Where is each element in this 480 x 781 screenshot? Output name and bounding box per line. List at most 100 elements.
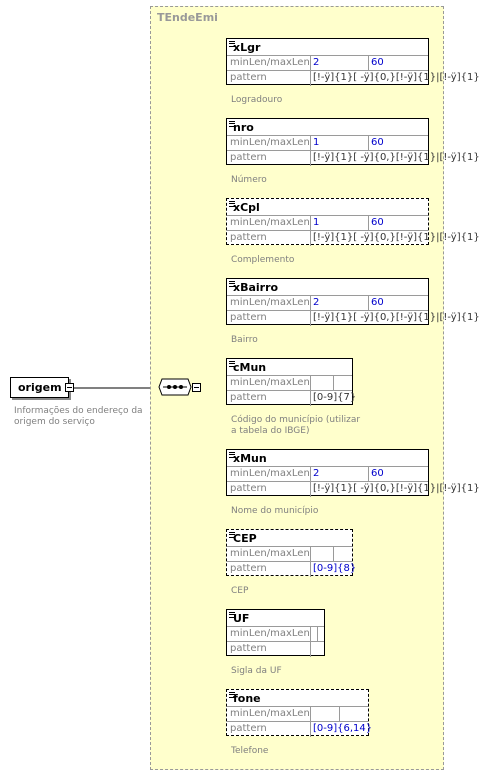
element-doc-line: Telefone [231,746,269,756]
element-name: xMun [233,452,267,465]
element-name: nro [233,121,254,134]
length-row: minLen/maxLen 2 60 [227,295,428,311]
element-doc-line: Bairro [231,335,258,345]
cell-divider [310,562,311,577]
root-doc-line: Informações do endereço da [14,406,143,416]
min-length-value: 1 [313,137,320,148]
element-box-uf[interactable]: UF minLen/maxLen pattern [226,609,325,657]
element-marker-icon [229,452,235,458]
pattern-label: pattern [230,563,267,574]
length-label: minLen/maxLen [230,297,310,308]
pattern-value: [!-ÿ]{1}[ -ÿ]{0,}[!-ÿ]{1}|[!-ÿ]{1} [313,312,480,323]
element-marker-icon [229,692,235,698]
length-label: minLen/maxLen [230,137,310,148]
element-doc-cep: CEP [231,586,248,597]
element-doc-nro: Número [231,175,267,186]
pattern-value: [!-ÿ]{1}[ -ÿ]{0,}[!-ÿ]{1}|[!-ÿ]{1} [313,152,480,163]
length-label: minLen/maxLen [230,708,310,719]
length-row: minLen/maxLen 2 60 [227,55,428,71]
pattern-label: pattern [230,483,267,494]
pattern-label: pattern [230,72,267,83]
length-row: minLen/maxLen 1 60 [227,215,428,231]
pattern-row: pattern [!-ÿ]{1}[ -ÿ]{0,}[!-ÿ]{1}|[!-ÿ]{… [227,230,480,246]
element-name: xCpl [233,201,260,214]
expand-toggle-icon[interactable] [65,383,74,392]
max-length-value: 60 [371,297,384,308]
cell-divider [368,216,369,231]
cell-divider [310,376,311,391]
pattern-label: pattern [230,643,267,654]
cell-divider [368,56,369,71]
length-label: minLen/maxLen [230,628,310,639]
length-row: minLen/maxLen [227,546,352,562]
element-box-nro[interactable]: nro minLen/maxLen 1 60 pattern [!-ÿ]{1}[… [226,118,480,166]
max-length-value: 60 [371,468,384,479]
cell-divider [310,71,311,86]
element-box-xbairro[interactable]: xBairro minLen/maxLen 2 60 pattern [!-ÿ]… [226,278,480,326]
pattern-value: [0-9]{7} [313,392,357,403]
cell-divider [310,482,311,497]
element-marker-icon [229,281,235,287]
length-label: minLen/maxLen [230,57,310,68]
element-box-cmun[interactable]: cMun minLen/maxLen pattern [0-9]{7} [226,358,357,406]
element-name: fone [233,692,261,705]
element-box-fone[interactable]: fone minLen/maxLen pattern [0-9]{6,14} [226,689,372,737]
root-element-name: origem [18,381,62,394]
cell-divider [368,296,369,311]
element-name: cMun [233,361,267,374]
pattern-row: pattern [!-ÿ]{1}[ -ÿ]{0,}[!-ÿ]{1}|[!-ÿ]{… [227,310,480,326]
pattern-value: [0-9]{8} [313,563,357,574]
root-element-origem[interactable]: origem [10,377,74,398]
pattern-label: pattern [230,392,267,403]
element-doc-xmun: Nome do município [231,506,318,517]
element-box-xlgr[interactable]: xLgr minLen/maxLen 2 60 pattern [!-ÿ]{1}… [226,38,480,86]
cell-divider [339,707,340,722]
element-doc-xcpl: Complemento [231,255,294,266]
pattern-label: pattern [230,312,267,323]
cell-divider [310,216,311,231]
length-label: minLen/maxLen [230,548,310,559]
pattern-row: pattern [!-ÿ]{1}[ -ÿ]{0,}[!-ÿ]{1}|[!-ÿ]{… [227,481,480,497]
element-doc-line: CEP [231,586,249,596]
length-row: minLen/maxLen 1 60 [227,135,428,151]
sequence-icon [158,378,192,396]
element-marker-icon [229,532,235,538]
element-box-xcpl[interactable]: xCpl minLen/maxLen 1 60 pattern [!-ÿ]{1}… [226,198,480,246]
length-row: minLen/maxLen [227,626,324,642]
max-length-value: 60 [371,57,384,68]
element-marker-icon [229,41,235,47]
sequence-collapse-icon[interactable] [192,383,201,392]
length-label: minLen/maxLen [230,217,310,228]
length-row: minLen/maxLen [227,375,352,391]
max-length-value: 60 [371,137,384,148]
cell-divider [310,627,311,642]
cell-divider [333,376,334,391]
length-row: minLen/maxLen [227,706,368,722]
min-length-value: 2 [313,57,320,68]
min-length-value: 1 [313,217,320,228]
pattern-value: [!-ÿ]{1}[ -ÿ]{0,}[!-ÿ]{1}|[!-ÿ]{1} [313,232,480,243]
cell-divider [310,707,311,722]
cell-divider [310,391,311,406]
element-box-cep[interactable]: CEP minLen/maxLen pattern [0-9]{8} [226,529,357,577]
element-box-xmun[interactable]: xMun minLen/maxLen 2 60 pattern [!-ÿ]{1}… [226,449,480,497]
element-marker-icon [229,201,235,207]
pattern-row: pattern [!-ÿ]{1}[ -ÿ]{0,}[!-ÿ]{1}|[!-ÿ]{… [227,150,480,166]
element-doc-line: Sigla da UF [231,666,282,676]
element-doc-xlgr: Logradouro [231,95,282,106]
root-doc: Informações do endereço da origem do ser… [14,406,154,428]
root-doc-line: origem do serviço [14,417,95,427]
cell-divider [317,627,318,642]
cell-divider [310,231,311,246]
cell-divider [310,547,311,562]
length-label: minLen/maxLen [230,468,310,479]
element-doc-xbairro: Bairro [231,335,258,346]
sequence-compositor[interactable] [158,378,192,396]
element-name: xLgr [233,41,261,54]
element-marker-icon [229,361,235,367]
element-doc-line: Logradouro [231,95,283,105]
element-doc-line: a tabela do IBGE) [231,426,310,436]
cell-divider [310,136,311,151]
complex-type-name: TEndeEmi [157,11,218,24]
